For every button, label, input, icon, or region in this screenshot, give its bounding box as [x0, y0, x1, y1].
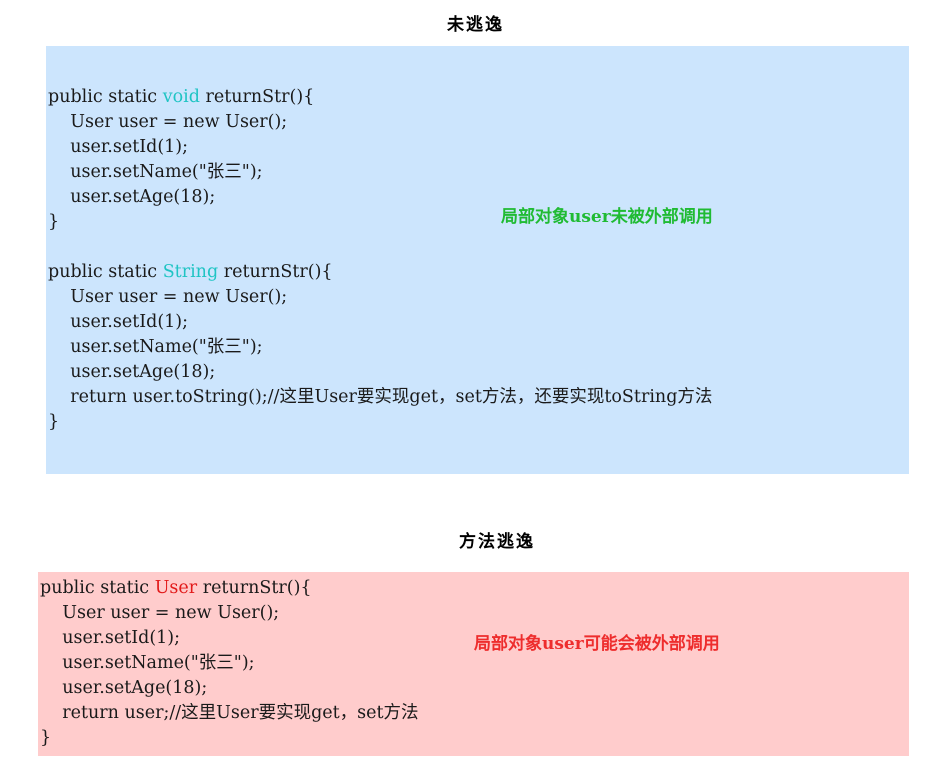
annotation-may-be-called-externally: 局部对象user可能会被外部调用 — [474, 634, 720, 654]
code-return-type-keyword: String — [162, 262, 219, 282]
code-body: User user = new User(); user.setId(1); u… — [62, 603, 419, 723]
section-title-method-escape: 方法逃逸 — [459, 532, 535, 552]
section-title-no-escape: 未逃逸 — [447, 15, 504, 35]
code-signature-suffix: returnStr(){ — [199, 87, 315, 107]
annotation-not-called-externally: 局部对象user未被外部调用 — [501, 207, 713, 227]
code-body: User user = new User(); user.setId(1); u… — [70, 287, 713, 407]
code-return-type-keyword: User — [154, 578, 198, 598]
code-body: User user = new User(); user.setId(1); u… — [70, 112, 288, 207]
code-method-string: public static String returnStr(){ User u… — [48, 260, 712, 435]
code-block-method-escape: public static User returnStr(){ User use… — [38, 572, 909, 756]
code-close-brace: } — [48, 412, 60, 432]
code-method-void: public static void returnStr(){ User use… — [48, 85, 314, 235]
code-signature-prefix: public static — [40, 578, 155, 598]
code-close-brace: } — [48, 212, 60, 232]
code-return-type-keyword: void — [162, 87, 200, 107]
code-block-no-escape: public static void returnStr(){ User use… — [46, 46, 909, 474]
code-signature-prefix: public static — [48, 262, 163, 282]
code-close-brace: } — [40, 728, 52, 748]
code-signature-suffix: returnStr(){ — [197, 578, 312, 598]
code-method-user: public static User returnStr(){ User use… — [40, 576, 419, 751]
code-signature-suffix: returnStr(){ — [218, 262, 333, 282]
code-signature-prefix: public static — [48, 87, 163, 107]
